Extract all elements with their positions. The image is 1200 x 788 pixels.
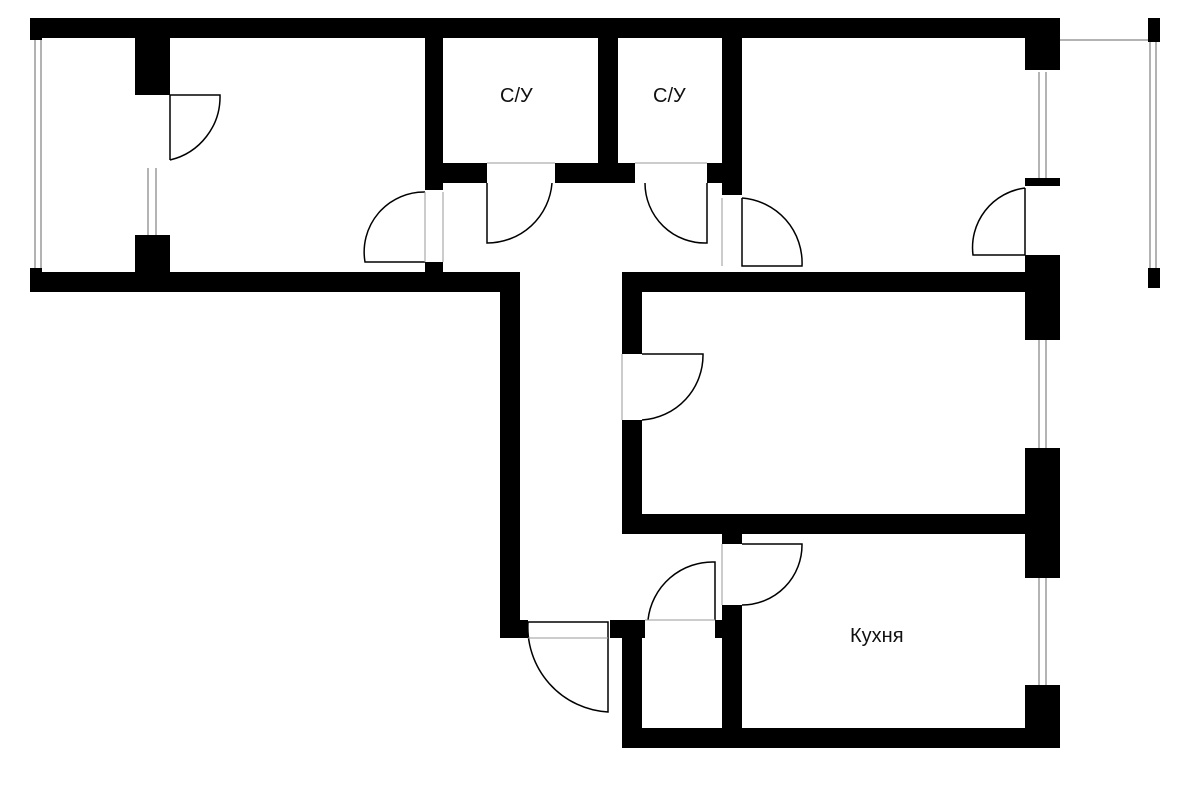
- door-wc-1: [486, 182, 553, 244]
- wall-wc1-bottom-left: [425, 163, 487, 183]
- wall-wc-divider: [598, 38, 618, 183]
- windows: [147, 72, 1047, 685]
- wall-storage-top-left: [610, 620, 645, 638]
- wall-corridor-left: [500, 272, 520, 638]
- balcony-left: [34, 38, 42, 272]
- door-balcony-right: [971, 187, 1026, 256]
- wall-left-cap-top: [30, 18, 42, 40]
- wall-kitchen-left: [722, 534, 742, 544]
- label-bathroom-1: С/У: [500, 85, 533, 107]
- door-wc-2: [644, 182, 708, 244]
- wall-right-pier-mid: [1025, 178, 1060, 186]
- label-bathroom-2: С/У: [653, 85, 686, 107]
- door-kitchen: [741, 543, 803, 606]
- door-balcony-left: [169, 94, 221, 161]
- wall-left-cap-bottom: [30, 268, 42, 292]
- balcony-right: [1055, 39, 1157, 270]
- door-left-room: [363, 191, 426, 263]
- wall-corridor-right-lower: [622, 420, 642, 532]
- wall-right-pier-window-2-bottom: [1025, 448, 1060, 578]
- door-entrance: [527, 621, 609, 713]
- wall-room-wc-lower: [425, 262, 443, 274]
- wall-left-bottom: [30, 272, 520, 292]
- wall-bottom: [622, 728, 1060, 748]
- doors: [169, 94, 1026, 713]
- door-storage: [647, 561, 716, 621]
- wall-storage-left: [622, 620, 642, 747]
- wall-room-wc-upper: [425, 38, 443, 190]
- wall-wc-right: [722, 38, 742, 195]
- wall-right-room-divider: [625, 272, 1060, 292]
- wall-balcony-pier-bottom: [135, 235, 170, 275]
- wall-corridor-bottom-left: [500, 620, 528, 638]
- wall-balcony-pier-top: [135, 38, 170, 95]
- wall-top: [30, 18, 1043, 38]
- wall-right-pier-bottom: [1025, 255, 1060, 340]
- wall-kitchen-left-lower: [722, 605, 742, 747]
- label-kitchen: Кухня: [850, 625, 904, 647]
- walls: [30, 18, 1160, 748]
- thresholds: [424, 162, 723, 639]
- wall-wc1-bottom-right: [555, 163, 635, 183]
- door-right-top-room: [741, 197, 803, 267]
- wall-right-balcony-cap-top: [1148, 18, 1160, 42]
- wall-corridor-right-upper: [622, 272, 642, 354]
- wall-middle-room-bottom: [622, 514, 1060, 534]
- wall-right-pier-top: [1025, 18, 1060, 70]
- door-middle-room: [641, 353, 704, 421]
- wall-wc2-bottom-right: [707, 163, 742, 183]
- wall-right-balcony-cap-bottom: [1148, 268, 1160, 288]
